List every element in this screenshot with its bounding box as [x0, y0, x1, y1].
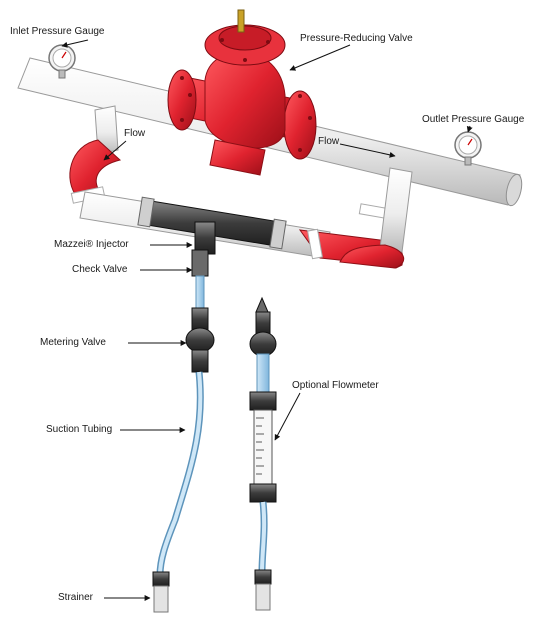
suction-tubing-label: Suction Tubing	[46, 424, 112, 436]
mazzei-injector-body	[138, 197, 286, 276]
suction-line	[153, 276, 214, 612]
optional-flowmeter-label: Optional Flowmeter	[292, 380, 379, 392]
pressure-reducing-valve-body	[168, 10, 316, 175]
mazzei-injector-label: Mazzei® Injector	[54, 239, 129, 251]
inlet-pressure-gauge-label: Inlet Pressure Gauge	[10, 26, 105, 38]
flow-label-left: Flow	[124, 128, 145, 140]
metering-valve-label: Metering Valve	[40, 337, 106, 349]
pressure-reducing-valve-label: Pressure-Reducing Valve	[300, 33, 413, 45]
strainer-label: Strainer	[58, 592, 93, 604]
outlet-pressure-gauge-label: Outlet Pressure Gauge	[422, 114, 524, 126]
flowmeter-line	[250, 298, 276, 610]
check-valve-label: Check Valve	[72, 264, 127, 276]
flow-label-right: Flow	[318, 136, 339, 148]
